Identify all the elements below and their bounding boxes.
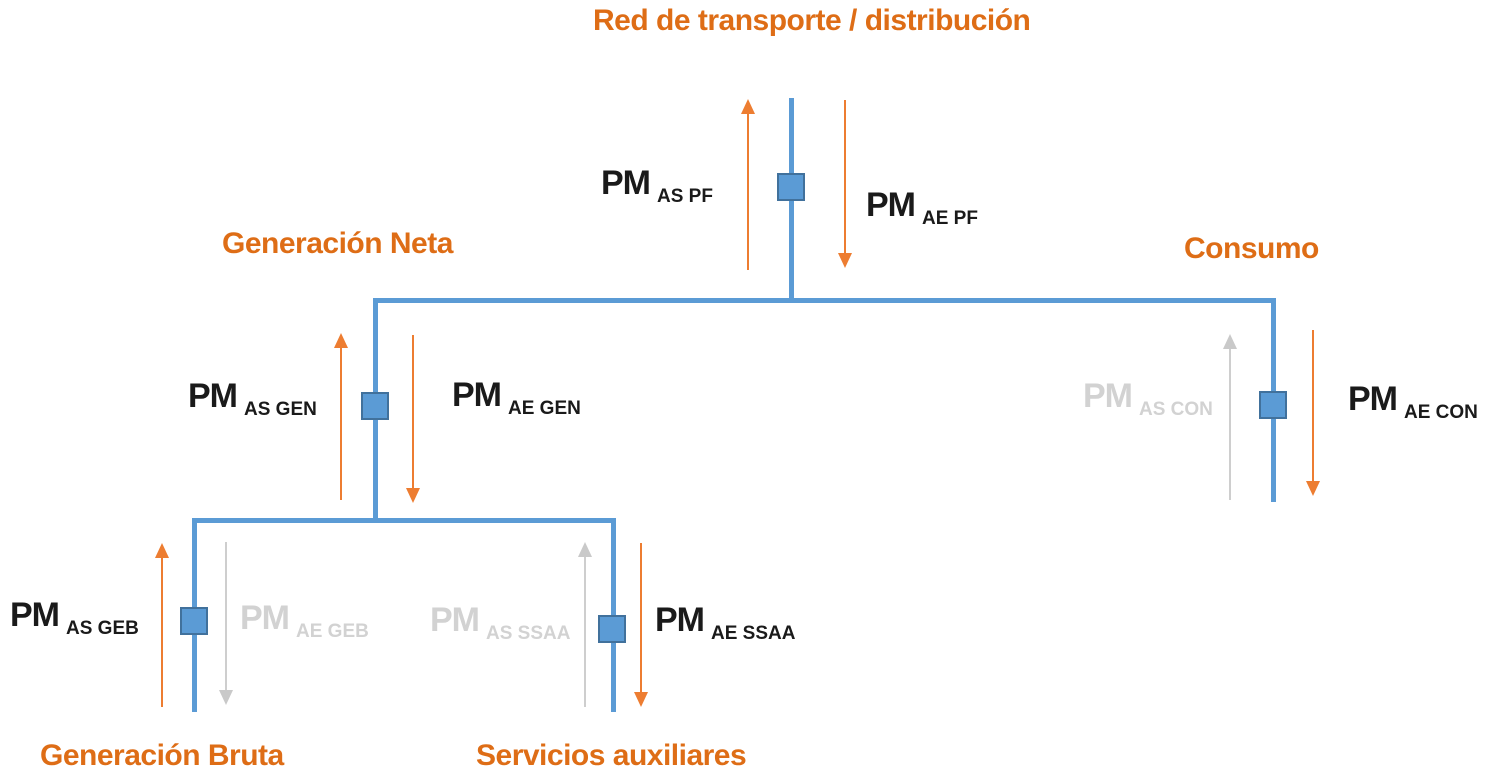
- pm-prefix: PM: [430, 601, 480, 639]
- pm-subscript: AS SSAA: [486, 623, 571, 644]
- pm-subscript: AE GEN: [508, 398, 581, 419]
- line-bus-generacion: [192, 518, 616, 523]
- label-pm-as-pf: PM AS PF: [601, 166, 713, 207]
- label-pm-as-con: PM AS CON: [1083, 379, 1213, 420]
- heading-consumo: Consumo: [1184, 232, 1319, 265]
- meter-square-pf-icon: [777, 173, 805, 201]
- meter-square-ssaa-icon: [598, 615, 626, 643]
- label-pm-as-ssaa: PM AS SSAA: [430, 603, 571, 644]
- heading-servicios-auxiliares: Servicios auxiliares: [476, 739, 747, 772]
- heading-red-transporte: Red de transporte / distribución: [593, 4, 1031, 37]
- pm-prefix: PM: [240, 599, 290, 637]
- label-pm-ae-geb: PM AE GEB: [240, 601, 369, 642]
- pm-prefix: PM: [188, 377, 238, 415]
- line-bus-main: [373, 298, 1276, 303]
- pm-prefix: PM: [10, 596, 60, 634]
- meter-square-gen-icon: [361, 392, 389, 420]
- label-pm-ae-con: PM AE CON: [1348, 382, 1478, 423]
- pm-prefix: PM: [452, 376, 502, 414]
- label-pm-ae-ssaa: PM AE SSAA: [655, 603, 796, 644]
- heading-generacion-bruta: Generación Bruta: [40, 739, 284, 772]
- pm-subscript: AE PF: [922, 208, 978, 229]
- label-pm-ae-pf: PM AE PF: [866, 188, 978, 229]
- label-pm-as-geb: PM AS GEB: [10, 598, 139, 639]
- pm-prefix: PM: [1083, 377, 1133, 415]
- pm-subscript: AS GEN: [244, 399, 317, 420]
- pm-subscript: AE CON: [1404, 402, 1478, 423]
- pm-prefix: PM: [866, 186, 916, 224]
- meter-square-con-icon: [1259, 391, 1287, 419]
- pm-prefix: PM: [655, 601, 705, 639]
- pm-subscript: AE GEB: [296, 621, 369, 642]
- meter-square-geb-icon: [180, 607, 208, 635]
- pm-subscript: AS CON: [1139, 399, 1213, 420]
- pm-subscript: AE SSAA: [711, 623, 796, 644]
- label-pm-as-gen: PM AS GEN: [188, 379, 317, 420]
- pm-prefix: PM: [1348, 380, 1398, 418]
- pm-subscript: AS PF: [657, 186, 713, 207]
- pm-prefix: PM: [601, 164, 651, 202]
- pm-subscript: AS GEB: [66, 618, 139, 639]
- heading-generacion-neta: Generación Neta: [222, 227, 453, 260]
- label-pm-ae-gen: PM AE GEN: [452, 378, 581, 419]
